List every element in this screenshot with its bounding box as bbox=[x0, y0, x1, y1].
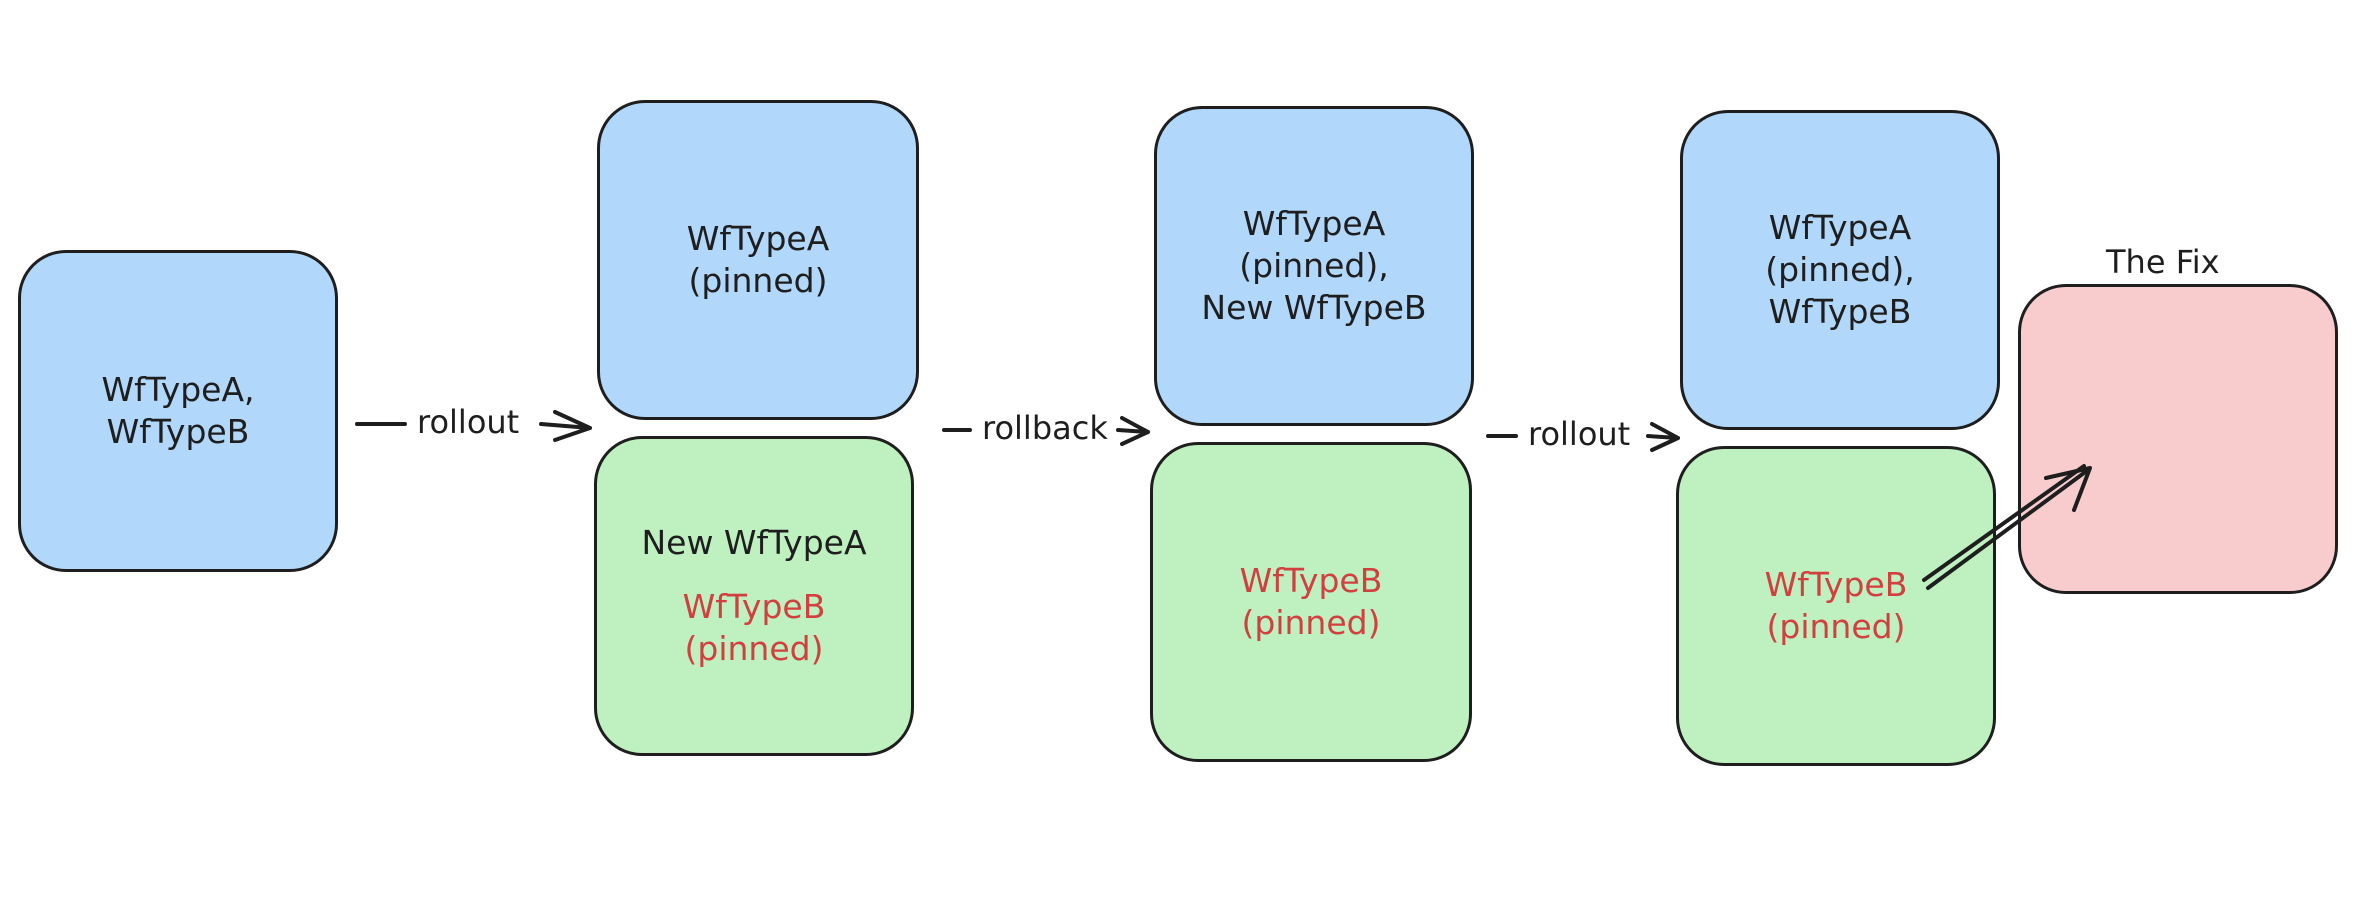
stage2-top-line-1: WfTypeA bbox=[686, 219, 830, 258]
stage3-top-box: WfTypeA (pinned), New WfTypeB bbox=[1154, 106, 1474, 426]
stage3-top-line-1: WfTypeA bbox=[1242, 204, 1386, 243]
stage4-bottom-highlight-1: WfTypeB bbox=[1764, 565, 1908, 604]
stage2-bottom-highlight-1: WfTypeB bbox=[682, 587, 826, 626]
stage2-top-line-2: (pinned) bbox=[688, 261, 828, 300]
transition3-label: rollout bbox=[1528, 415, 1631, 453]
stage2-bottom-line-1: New WfTypeA bbox=[641, 523, 867, 562]
stage4-top-box: WfTypeA (pinned), WfTypeB bbox=[1680, 110, 2000, 430]
stage4-top-line-2: (pinned), bbox=[1765, 250, 1915, 289]
stage2-bottom-box: New WfTypeA WfTypeB (pinned) bbox=[594, 436, 914, 756]
rollout-1-arrowhead bbox=[539, 410, 592, 442]
stage3-bottom-highlight-2: (pinned) bbox=[1241, 603, 1381, 642]
transition2-label: rollback bbox=[982, 409, 1108, 447]
stage3-bottom-box: WfTypeB (pinned) bbox=[1150, 442, 1472, 762]
stage3-top-line-3: New WfTypeB bbox=[1201, 288, 1427, 327]
fix-label: The Fix bbox=[2106, 243, 2220, 281]
stage1-box: WfTypeA, WfTypeB bbox=[18, 250, 338, 572]
stage4-top-line-1: WfTypeA bbox=[1768, 208, 1912, 247]
stage4-top-line-3: WfTypeB bbox=[1768, 292, 1912, 331]
stage4-bottom-box: WfTypeB (pinned) bbox=[1676, 446, 1996, 766]
stage2-top-box: WfTypeA (pinned) bbox=[597, 100, 919, 420]
stage3-bottom-highlight-1: WfTypeB bbox=[1239, 561, 1383, 600]
rollback-arrowhead bbox=[1116, 416, 1150, 446]
stage1-line-1: WfTypeA, bbox=[101, 370, 255, 409]
stage3-top-line-2: (pinned), bbox=[1239, 246, 1389, 285]
transition1-label: rollout bbox=[417, 403, 520, 441]
stage4-bottom-highlight-2: (pinned) bbox=[1766, 607, 1906, 646]
stage1-line-2: WfTypeB bbox=[106, 412, 250, 451]
rollout-2-arrowhead bbox=[1646, 422, 1680, 452]
stage2-bottom-highlight-2: (pinned) bbox=[684, 629, 824, 668]
fix-box bbox=[2018, 284, 2338, 594]
